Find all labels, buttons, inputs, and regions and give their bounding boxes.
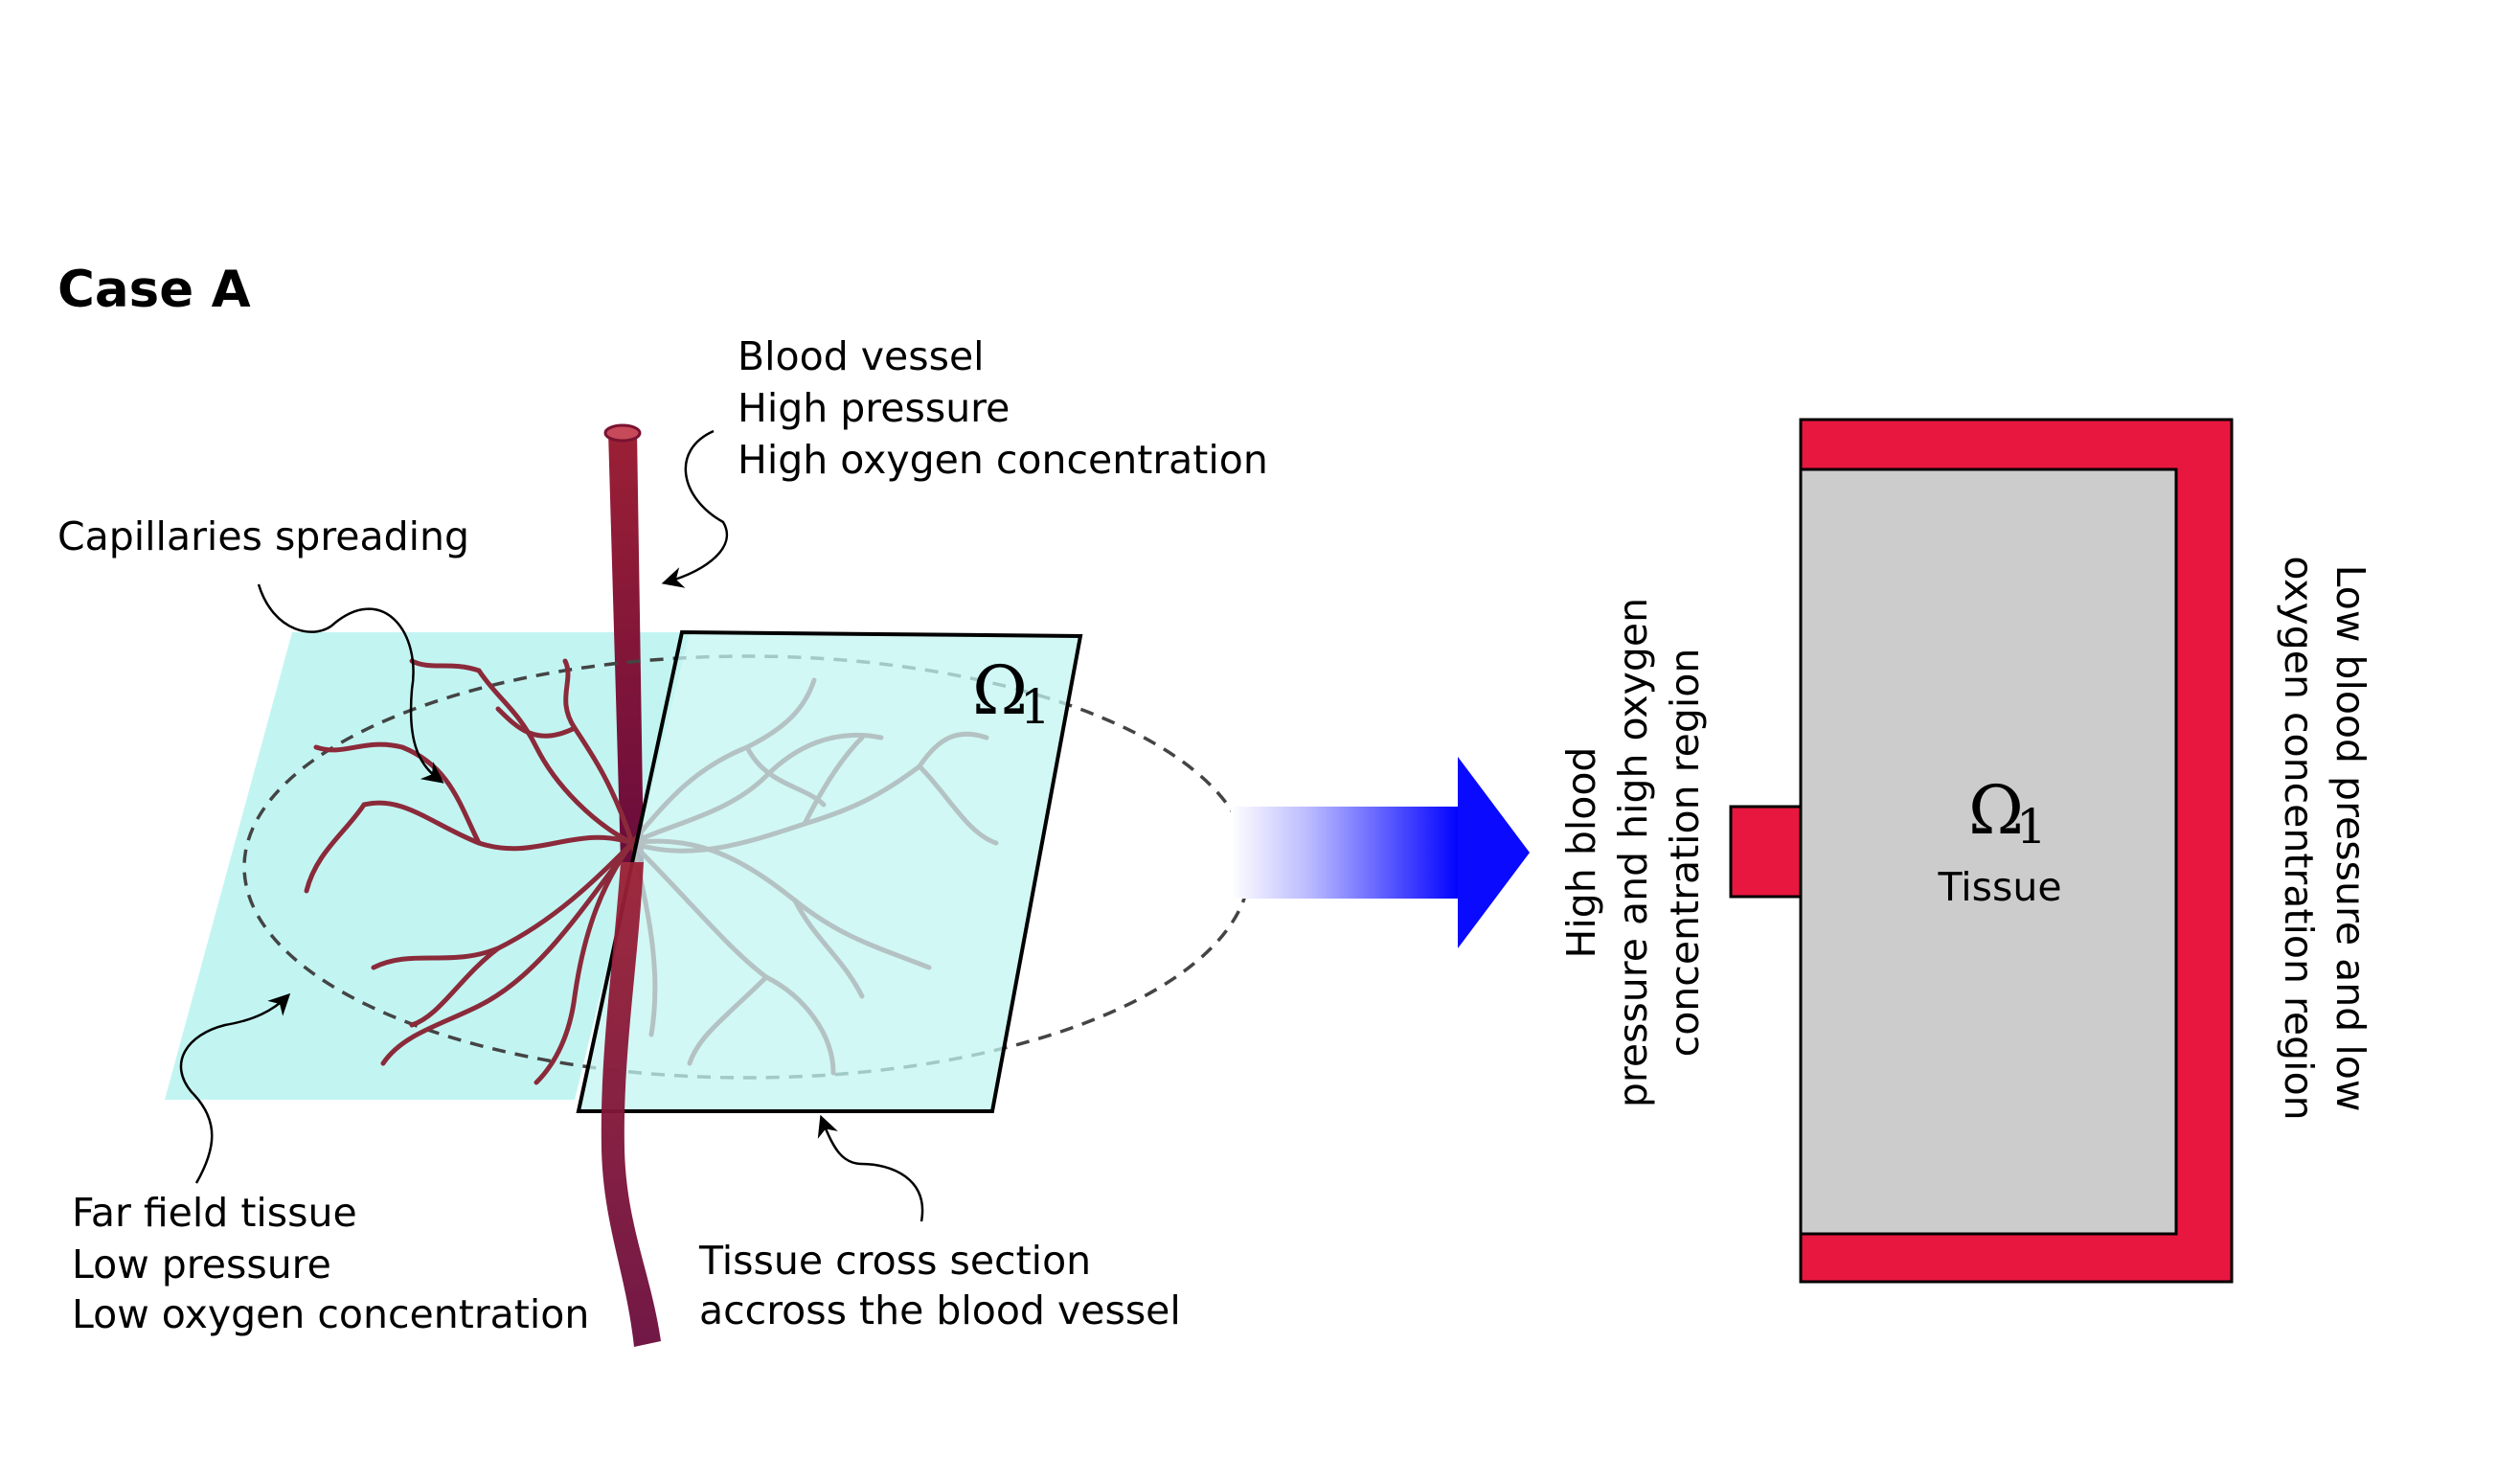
high-pressure-label-line: High blood bbox=[1558, 747, 1604, 959]
right-panel: Ω 1 Tissue High blood pressure and high … bbox=[1558, 418, 2373, 1284]
figure-title: Case A bbox=[57, 261, 251, 319]
low-pressure-label-line: Low blood pressure and low bbox=[2327, 565, 2373, 1112]
far-field-label-line: Low oxygen concentration bbox=[72, 1291, 589, 1337]
domain-omega-symbol: Ω bbox=[972, 651, 1028, 730]
cross-section-label-line: Tissue cross section bbox=[698, 1238, 1091, 1284]
vessel-label-line: High pressure bbox=[738, 385, 1010, 431]
cross-section-label: Tissue cross section accross the blood v… bbox=[698, 1238, 1181, 1333]
high-pressure-label-line: concentration region bbox=[1662, 649, 1708, 1058]
blood-vessel-lower bbox=[601, 862, 661, 1347]
low-pressure-label-line: oxygen concentration region bbox=[2276, 556, 2322, 1120]
cross-section-label-line: accross the blood vessel bbox=[699, 1287, 1181, 1333]
high-pressure-label-line: pressure and high oxygen bbox=[1610, 598, 1656, 1107]
arrow-head bbox=[1458, 757, 1530, 948]
tissue-domain bbox=[1799, 467, 2178, 1236]
arrow-shaft bbox=[1231, 807, 1461, 899]
tissue-omega-subscript: 1 bbox=[2016, 799, 2047, 854]
capillaries-label: Capillaries spreading bbox=[57, 513, 469, 559]
far-field-label-line: Low pressure bbox=[72, 1242, 331, 1287]
domain-omega-subscript: 1 bbox=[1020, 679, 1051, 735]
low-pressure-region-label: Low blood pressure and low oxygen concen… bbox=[2276, 556, 2373, 1120]
cross-section-leader-arrow bbox=[817, 1114, 924, 1222]
far-field-label-line: Far field tissue bbox=[72, 1190, 357, 1236]
high-pressure-inlet bbox=[1729, 805, 1803, 899]
far-field-label: Far field tissue Low pressure Low oxygen… bbox=[72, 1190, 589, 1337]
vessel-label-line: Blood vessel bbox=[738, 333, 985, 379]
left-panel: Ω 1 Blood vessel High pressure High oxyg… bbox=[57, 333, 1268, 1347]
tissue-label: Tissue bbox=[1937, 864, 2061, 910]
blood-vessel-top-end bbox=[603, 423, 642, 443]
transformation-arrow bbox=[1231, 757, 1530, 948]
blood-vessel-upper bbox=[608, 431, 644, 862]
tissue-omega-symbol: Ω bbox=[1968, 771, 2024, 850]
high-pressure-region-label: High blood pressure and high oxygen conc… bbox=[1558, 598, 1708, 1107]
blood-vessel-label: Blood vessel High pressure High oxygen c… bbox=[738, 333, 1268, 483]
vessel-label-line: High oxygen concentration bbox=[738, 437, 1268, 483]
far-field-tissue-plane bbox=[165, 632, 690, 1100]
capillaries-leader-arrow bbox=[257, 583, 444, 784]
far-field-leader-arrow bbox=[179, 992, 291, 1184]
vessel-leader-arrow bbox=[661, 429, 729, 588]
